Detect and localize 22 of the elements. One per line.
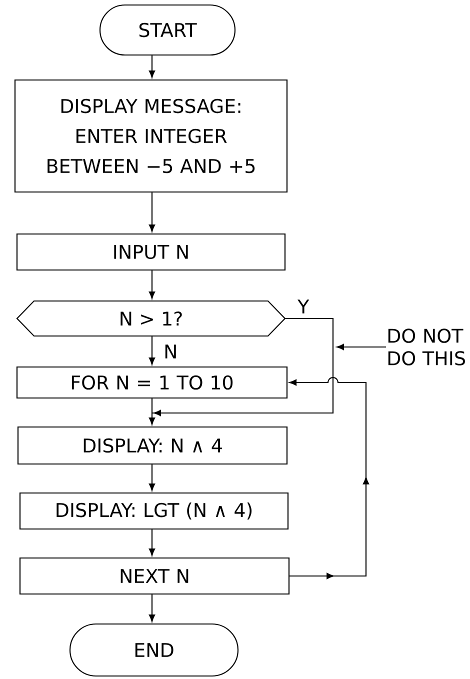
process-box: NEXT N <box>19 557 290 595</box>
edge-label: Y <box>298 300 310 314</box>
decision-hexagon: N > 1? <box>16 300 286 337</box>
arrow <box>148 270 156 299</box>
edge-label: N <box>165 344 176 358</box>
process-box: DISPLAY: LGT (N ∧ 4) <box>19 492 289 530</box>
process-box: INPUT N <box>16 233 286 271</box>
arrow <box>148 594 156 622</box>
arrow <box>289 376 370 580</box>
arrow <box>148 56 156 78</box>
arrow <box>148 464 156 491</box>
process-box: FOR N = 1 TO 10 <box>16 366 288 399</box>
note-text: DO NOT DO THIS <box>388 328 465 366</box>
line <box>151 398 153 413</box>
arrow <box>336 344 386 350</box>
arrow <box>148 336 156 365</box>
process-box: DISPLAY: N ∧ 4 <box>17 426 288 465</box>
process-box: DISPLAY MESSAGE: ENTER INTEGER BETWEEN −5 AND +5 <box>14 79 288 193</box>
arrow <box>148 530 156 556</box>
arrow <box>148 413 156 425</box>
arrow <box>152 318 334 416</box>
arrow <box>148 192 156 232</box>
